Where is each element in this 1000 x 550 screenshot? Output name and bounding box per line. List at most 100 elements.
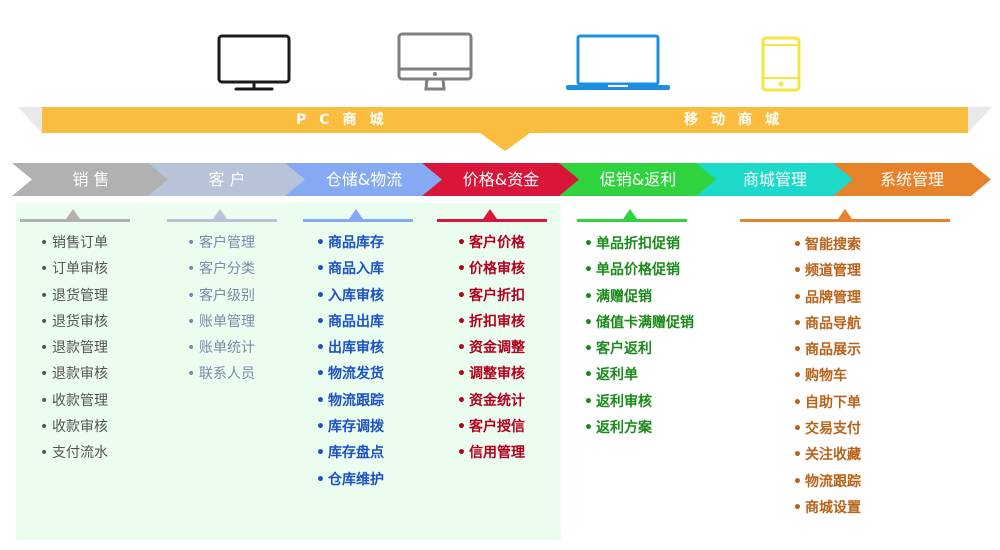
list-item-label: 账单管理 xyxy=(199,313,255,330)
list-item[interactable]: •客户价格 xyxy=(457,230,525,256)
module-arrow-mall-management[interactable]: 商城管理 xyxy=(696,163,854,196)
list-item[interactable]: •销售订单 xyxy=(40,230,108,256)
list-item[interactable]: •品牌管理 xyxy=(793,285,861,311)
mobile-phone-icon xyxy=(760,35,802,93)
list-item[interactable]: •单品折扣促销 xyxy=(584,231,694,257)
list-item[interactable]: •商品展示 xyxy=(793,337,861,363)
bullet-icon: • xyxy=(40,392,49,409)
list-item[interactable]: •满赠促销 xyxy=(584,284,694,310)
list-item-label: 库存盘点 xyxy=(328,445,384,462)
list-item[interactable]: •库存调拨 xyxy=(316,414,384,440)
list-item[interactable]: •出库审核 xyxy=(316,335,384,361)
list-item[interactable]: •退货审核 xyxy=(40,309,108,335)
module-arrow-customer[interactable]: 客 户 xyxy=(148,163,306,196)
list-item-label: 返利方案 xyxy=(596,420,652,437)
list-item[interactable]: •客户管理 xyxy=(187,230,255,256)
module-arrow-system-management[interactable]: 系统管理 xyxy=(833,163,991,196)
banner-shadow-left xyxy=(18,107,42,133)
list-item[interactable]: •单品价格促销 xyxy=(584,257,694,283)
list-item[interactable]: •信用管理 xyxy=(457,440,525,466)
list-item[interactable]: •退款管理 xyxy=(40,335,108,361)
list-item[interactable]: •关注收藏 xyxy=(793,442,861,468)
list-item-label: 退款审核 xyxy=(52,366,108,383)
column-divider-customer xyxy=(167,219,277,222)
list-item[interactable]: •账单管理 xyxy=(187,309,255,335)
list-item[interactable]: •入库审核 xyxy=(316,283,384,309)
list-item[interactable]: •客户授信 xyxy=(457,414,525,440)
list-item-label: 商城设置 xyxy=(805,499,861,516)
list-item[interactable]: •资金统计 xyxy=(457,388,525,414)
list-item[interactable]: •商品入库 xyxy=(316,256,384,282)
bullet-icon: • xyxy=(793,368,802,385)
list-item[interactable]: •退款审核 xyxy=(40,361,108,387)
list-item[interactable]: •调整审核 xyxy=(457,361,525,387)
list-item[interactable]: •商品导航 xyxy=(793,311,861,337)
list-item[interactable]: •物流跟踪 xyxy=(793,469,861,495)
list-item[interactable]: •物流跟踪 xyxy=(316,388,384,414)
list-item[interactable]: •订单审核 xyxy=(40,256,108,282)
list-item-label: 收款管理 xyxy=(52,392,108,409)
list-item-label: 自助下单 xyxy=(805,394,861,411)
list-item-label: 商品库存 xyxy=(328,235,384,251)
column-pointer-promotion xyxy=(623,209,637,219)
list-item-label: 资金统计 xyxy=(469,392,525,409)
list-item-label: 客户授信 xyxy=(469,419,525,436)
list-item[interactable]: •支付流水 xyxy=(40,440,108,466)
list-item[interactable]: •客户折扣 xyxy=(457,283,525,309)
list-item[interactable]: •购物车 xyxy=(793,363,861,389)
list-item[interactable]: •退货管理 xyxy=(40,283,108,309)
bullet-icon: • xyxy=(793,315,802,332)
list-item-label: 单品折扣促销 xyxy=(596,236,680,252)
bullet-icon: • xyxy=(457,445,466,462)
list-item-label: 商品展示 xyxy=(805,342,861,359)
module-arrow-sales[interactable]: 销 售 xyxy=(12,163,170,196)
list-item[interactable]: •库存盘点 xyxy=(316,440,384,466)
bullet-icon: • xyxy=(40,419,49,436)
list-item[interactable]: •收款审核 xyxy=(40,414,108,440)
list-item[interactable]: •联系人员 xyxy=(187,361,255,387)
list-item[interactable]: •自助下单 xyxy=(793,390,861,416)
list-item-label: 调整审核 xyxy=(469,366,525,383)
list-item[interactable]: •客户返利 xyxy=(584,336,694,362)
module-arrow-price-funds[interactable]: 价格&资金 xyxy=(422,163,580,196)
bullet-icon: • xyxy=(457,235,466,251)
list-item[interactable]: •商城设置 xyxy=(793,495,861,521)
list-item[interactable]: •储值卡满赠促销 xyxy=(584,310,694,336)
bullet-icon: • xyxy=(457,392,466,409)
list-item[interactable]: •返利审核 xyxy=(584,389,694,415)
list-item[interactable]: •客户级别 xyxy=(187,283,255,309)
list-item-label: 物流发货 xyxy=(328,366,384,383)
module-arrow-promotion[interactable]: 促销&返利 xyxy=(559,163,717,196)
bullet-icon: • xyxy=(584,236,593,252)
list-item[interactable]: •商品库存 xyxy=(316,230,384,256)
system-feature-list: •智能搜索•频道管理•品牌管理•商品导航•商品展示•购物车•自助下单•交易支付•… xyxy=(793,232,861,521)
bullet-icon: • xyxy=(316,392,325,409)
list-item[interactable]: •商品出库 xyxy=(316,309,384,335)
price-funds-feature-list: •客户价格•价格审核•客户折扣•折扣审核•资金调整•调整审核•资金统计•客户授信… xyxy=(457,230,525,467)
bullet-icon: • xyxy=(40,287,49,304)
bullet-icon: • xyxy=(457,340,466,357)
bullet-icon: • xyxy=(584,341,593,358)
list-item[interactable]: •价格审核 xyxy=(457,256,525,282)
list-item[interactable]: •频道管理 xyxy=(793,258,861,284)
list-item[interactable]: •客户分类 xyxy=(187,256,255,282)
banner-shadow-right xyxy=(968,107,992,133)
list-item[interactable]: •物流发货 xyxy=(316,361,384,387)
list-item[interactable]: •资金调整 xyxy=(457,335,525,361)
module-label: 价格&资金 xyxy=(462,170,540,189)
list-item-label: 客户级别 xyxy=(199,287,255,304)
list-item[interactable]: •仓库维护 xyxy=(316,467,384,493)
list-item[interactable]: •收款管理 xyxy=(40,388,108,414)
list-item[interactable]: •账单统计 xyxy=(187,335,255,361)
list-item[interactable]: •返利方案 xyxy=(584,415,694,441)
list-item[interactable]: •返利单 xyxy=(584,362,694,388)
list-item-label: 品牌管理 xyxy=(805,289,861,306)
list-item[interactable]: •交易支付 xyxy=(793,416,861,442)
module-label: 商城管理 xyxy=(742,170,807,189)
list-item[interactable]: •智能搜索 xyxy=(793,232,861,258)
list-item-label: 出库审核 xyxy=(328,340,384,357)
list-item[interactable]: •折扣审核 xyxy=(457,309,525,335)
module-label: 仓储&物流 xyxy=(325,170,403,189)
bullet-icon: • xyxy=(793,289,802,306)
module-arrow-warehouse[interactable]: 仓储&物流 xyxy=(285,163,443,196)
